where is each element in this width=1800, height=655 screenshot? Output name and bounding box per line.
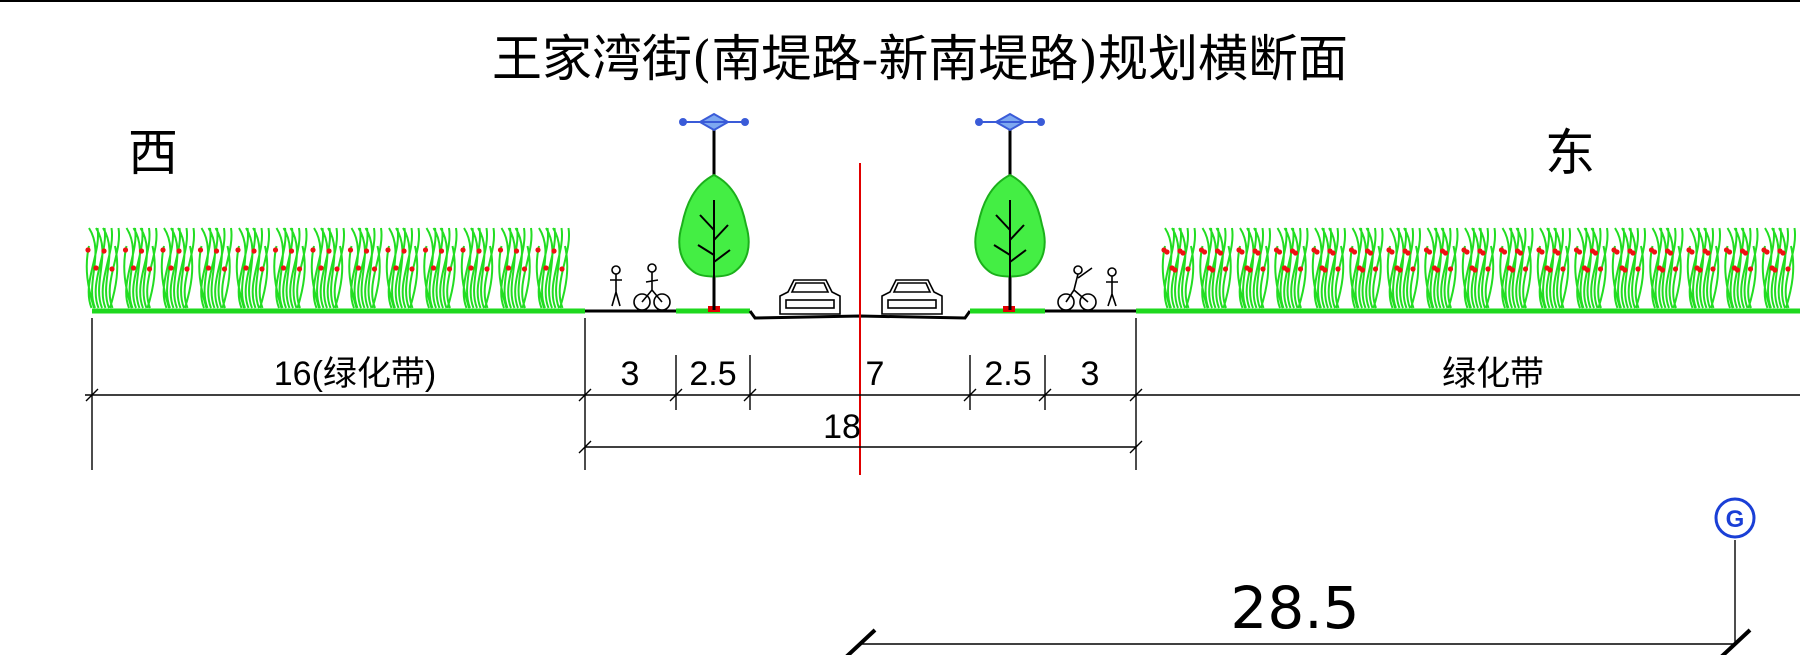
shrub [1461, 227, 1497, 309]
east-car-icon [881, 279, 943, 315]
g-marker: G [1714, 497, 1756, 645]
east-lamp-light-right [1037, 118, 1045, 126]
shrub [1648, 227, 1684, 309]
east-lamp-light-left [975, 118, 983, 126]
shrub [1536, 227, 1572, 309]
dimension-row-2 [578, 440, 1143, 454]
shrub [1161, 227, 1197, 309]
shrub [1423, 227, 1459, 309]
shrub [235, 227, 271, 309]
g-marker-circle [1714, 497, 1756, 539]
east-green-belt-shrubs [1161, 227, 1797, 309]
east-lamp-head [978, 112, 1042, 132]
shrub [1273, 227, 1309, 309]
dim-offset-to-g: 28.5 [1230, 574, 1359, 642]
dimension-offset-g [845, 628, 1752, 655]
shrub [497, 227, 533, 309]
west-lamp-head [682, 112, 746, 132]
shrub [310, 227, 346, 309]
west-tree-branches [697, 200, 731, 290]
shrub [1761, 227, 1797, 309]
dim-east-tree-strip: 2.5 [984, 355, 1031, 393]
dim-west-green-belt: 16(绿化带) [274, 355, 436, 393]
g-marker-label: G [1726, 506, 1745, 533]
shrub [385, 227, 421, 309]
shrub [535, 227, 571, 309]
ground-profile [92, 306, 1800, 320]
shrub [122, 227, 158, 309]
east-cyclist-figure [1057, 265, 1097, 311]
dim-west-tree-strip: 2.5 [689, 355, 736, 393]
shrub [1386, 227, 1422, 309]
west-green-belt-shrubs [85, 227, 571, 309]
shrub [347, 227, 383, 309]
west-street-tree-with-lamp [678, 112, 750, 310]
east-tree-branches [993, 200, 1027, 290]
west-car-icon [779, 279, 841, 315]
dim-east-sidewalk: 3 [1081, 355, 1100, 393]
shrub [1723, 227, 1759, 309]
east-street-tree-with-lamp [974, 112, 1046, 310]
dim-carriageway: 7 [866, 355, 885, 393]
shrub [1236, 227, 1272, 309]
direction-east-label: 东 [1545, 124, 1595, 182]
shrub [1686, 227, 1722, 309]
direction-west-label: 西 [128, 124, 178, 182]
shrub [1348, 227, 1384, 309]
shrub [1311, 227, 1347, 309]
east-pedestrian-figure [1106, 267, 1118, 307]
west-pedestrian-figure [610, 265, 622, 307]
shrub [1498, 227, 1534, 309]
shrub [197, 227, 233, 309]
west-cyclist-figure [633, 263, 671, 311]
shrub [1198, 227, 1234, 309]
shrub [272, 227, 308, 309]
dim-road-total: 18 [823, 408, 861, 446]
shrub [460, 227, 496, 309]
dimension-row-1 [85, 318, 1800, 470]
west-lamp-light-right [741, 118, 749, 126]
west-lamp-light-left [679, 118, 687, 126]
shrub [1573, 227, 1609, 309]
dim-west-sidewalk: 3 [621, 355, 640, 393]
shrub [422, 227, 458, 309]
shrub [160, 227, 196, 309]
drawing-title: 王家湾街(南堤路-新南堤路)规划横断面 [492, 30, 1348, 88]
shrub [85, 227, 121, 309]
shrub [1611, 227, 1647, 309]
dim-east-green-belt: 绿化带 [1442, 355, 1544, 393]
